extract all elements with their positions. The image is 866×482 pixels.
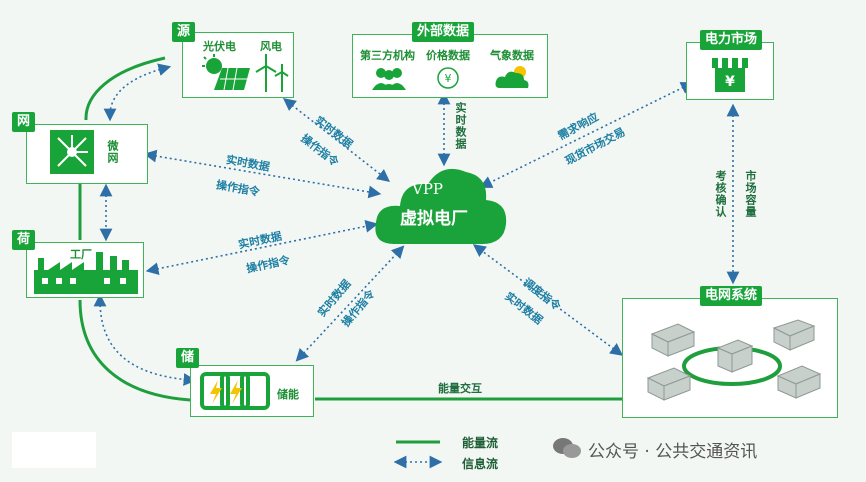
solar-panel-icon xyxy=(202,54,250,91)
market-capacity-label: 市场容量 xyxy=(744,170,757,218)
market-tag: 电力市场 xyxy=(700,30,763,50)
svg-text:¥: ¥ xyxy=(725,74,735,90)
power-grid-tag: 电网系统 xyxy=(700,286,763,306)
storage-label: 储能 xyxy=(277,388,299,401)
source-tag: 源 xyxy=(172,22,196,42)
legend-blank xyxy=(12,432,96,468)
wechat-icon xyxy=(553,438,581,458)
svg-text:¥: ¥ xyxy=(445,72,452,85)
vpp-name: 虚拟电厂 xyxy=(400,209,468,229)
load-tag: 荷 xyxy=(12,230,36,250)
price-data-label: 价格数据 xyxy=(426,49,470,62)
factory-icon xyxy=(34,252,138,294)
vpp-abbr: VPP xyxy=(412,180,444,198)
energy-exchange-label: 能量交互 xyxy=(438,382,482,395)
storage-tag: 储 xyxy=(176,348,200,368)
watermark-text: 公众号 · 公共交通资讯 xyxy=(588,442,758,462)
legend-energy-label: 能量流 xyxy=(462,436,499,450)
legend-info-label: 信息流 xyxy=(462,457,499,471)
legend-lines xyxy=(394,440,443,469)
third-party-label: 第三方机构 xyxy=(360,49,415,62)
battery-icon xyxy=(200,372,270,410)
weather-cloud-icon xyxy=(495,66,529,88)
microgrid-label: 微网 xyxy=(106,140,119,164)
external-data-tag: 外部数据 xyxy=(412,22,475,42)
microgrid-icon xyxy=(50,130,94,174)
grid-tag: 网 xyxy=(12,112,36,132)
power-grid-city-icon xyxy=(646,319,822,401)
price-coin-icon: ¥ xyxy=(437,67,459,89)
external-realtime-label: 实时数据 xyxy=(454,102,467,150)
factory-label: 工厂 xyxy=(70,248,92,261)
solar-label: 光伏电 xyxy=(203,40,236,53)
people-icon xyxy=(372,68,406,90)
weather-data-label: 气象数据 xyxy=(490,49,534,62)
wind-label: 风电 xyxy=(260,40,282,53)
market-shop-icon: ¥ xyxy=(712,58,748,92)
market-assess-label: 考核确认 xyxy=(714,170,727,218)
wind-turbine-icon xyxy=(255,54,289,92)
vpp-cloud-icon xyxy=(375,168,507,244)
